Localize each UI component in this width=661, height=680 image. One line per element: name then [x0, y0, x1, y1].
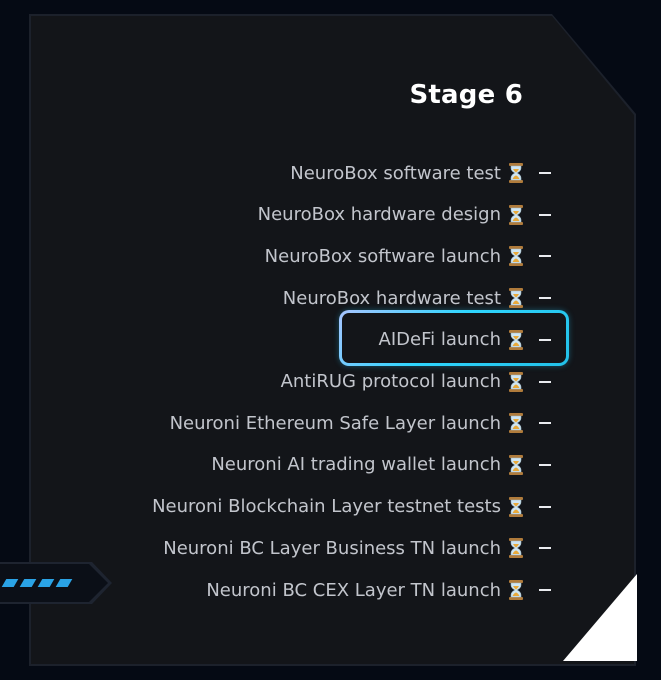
milestone-label: Neuroni AI trading wallet launch [211, 454, 501, 476]
milestone-label: Neuroni Blockchain Layer testnet tests [152, 496, 501, 518]
milestone-item: AntiRUG protocol launch [281, 364, 523, 400]
hourglass-icon [509, 204, 523, 225]
dash-marker [539, 297, 551, 300]
hourglass-icon [509, 413, 523, 434]
milestone-item: Neuroni Blockchain Layer testnet tests [152, 489, 523, 525]
highlight-frame [339, 310, 569, 366]
milestone-label: NeuroBox software launch [264, 245, 501, 267]
dash-marker [539, 172, 551, 174]
hourglass-icon [509, 454, 523, 475]
nav-tab-inner [0, 564, 108, 602]
milestone-item: AIDeFi launch [379, 322, 523, 358]
dash-marker [539, 547, 551, 550]
milestone-item: Neuroni AI trading wallet launch [211, 447, 523, 483]
stage-title: Stage 6 [409, 80, 523, 110]
milestone-label: Neuroni BC Layer Business TN launch [163, 537, 501, 559]
dash-marker [539, 463, 551, 466]
milestone-item: Neuroni BC CEX Layer TN launch [206, 572, 523, 608]
milestone-label: NeuroBox hardware design [257, 204, 501, 226]
hourglass-icon [509, 246, 523, 267]
milestone-label: Neuroni Ethereum Safe Layer launch [169, 412, 501, 434]
milestone-label: NeuroBox software test [290, 162, 501, 184]
milestone-item: Neuroni BC Layer Business TN launch [163, 530, 523, 566]
dash-marker [539, 338, 551, 341]
milestone-label: AntiRUG protocol launch [280, 371, 501, 392]
milestone-item: NeuroBox hardware design [258, 197, 523, 233]
hourglass-icon [509, 538, 523, 559]
milestone-item: NeuroBox software launch [265, 238, 523, 274]
milestone-item: NeuroBox hardware test [283, 280, 523, 316]
hourglass-icon [509, 580, 523, 600]
dash-marker [539, 213, 551, 216]
dash-marker [539, 505, 551, 508]
milestone-label: AIDeFi launch [378, 329, 501, 351]
hourglass-icon [509, 288, 523, 309]
dash-marker [539, 422, 551, 425]
hourglass-icon [509, 163, 523, 183]
milestone-item: NeuroBox software test [290, 155, 523, 191]
dash-marker [539, 380, 551, 383]
hourglass-icon [509, 371, 523, 392]
hourglass-icon [509, 496, 523, 517]
milestone-label: Neuroni BC CEX Layer TN launch [206, 579, 501, 601]
dash-marker [539, 255, 551, 258]
milestone-label: NeuroBox hardware test [282, 287, 501, 309]
dash-marker [539, 589, 551, 591]
milestone-item: Neuroni Ethereum Safe Layer launch [170, 405, 523, 441]
hourglass-icon [509, 329, 523, 350]
